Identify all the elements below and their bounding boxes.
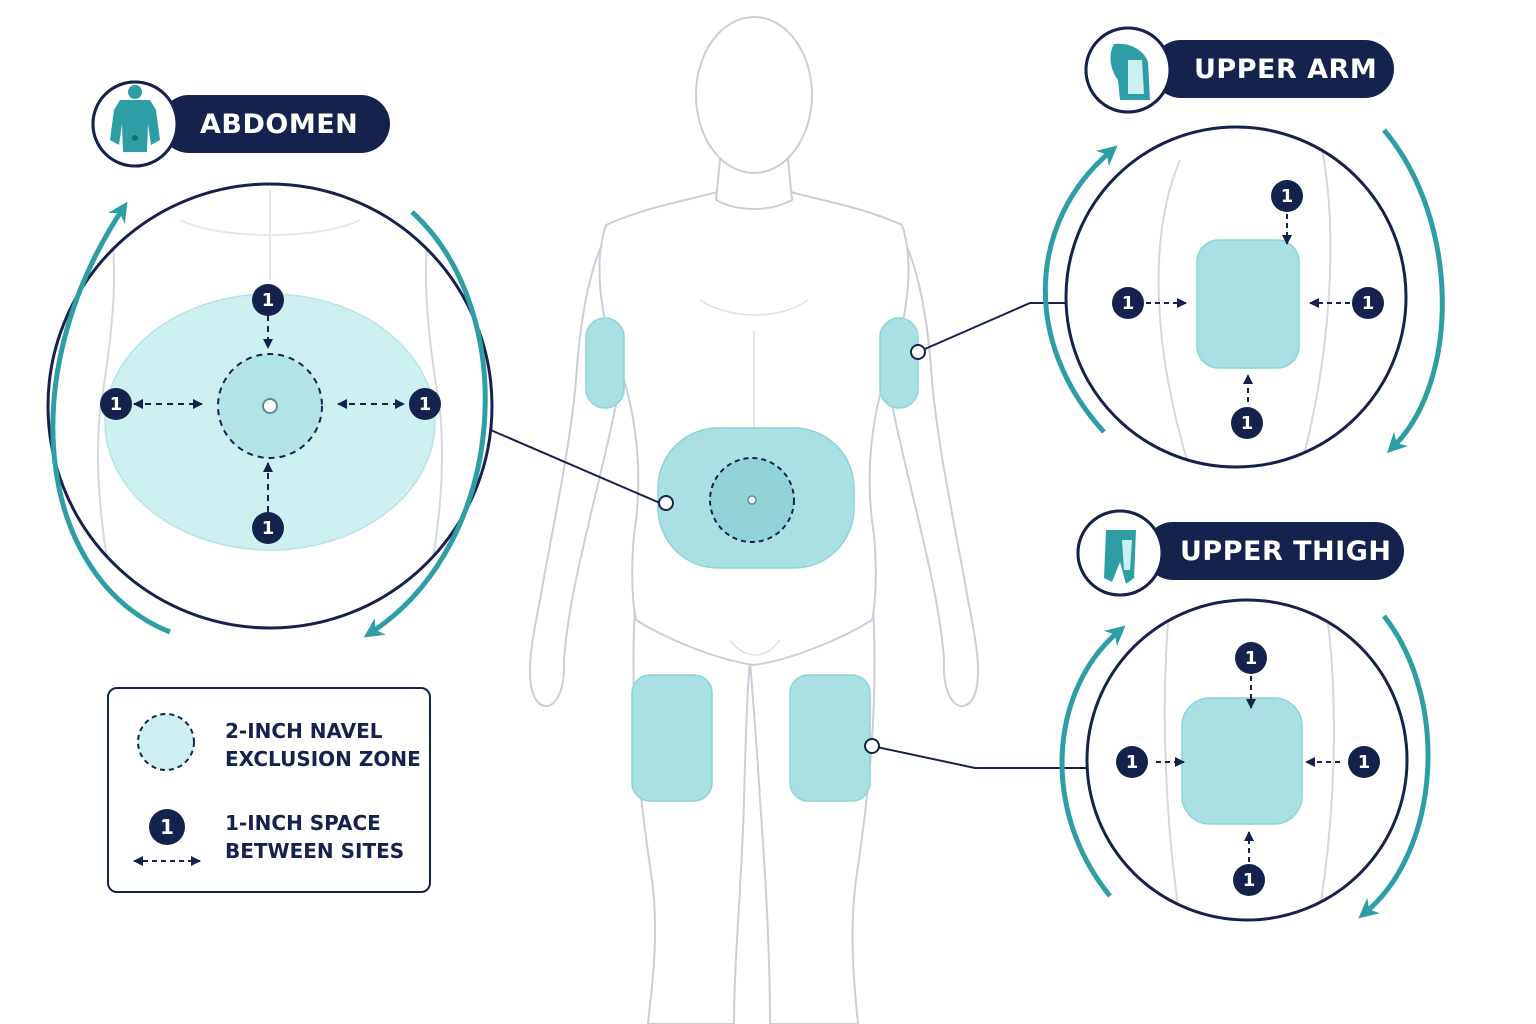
upper-arm-detail [1042,125,1445,469]
abdomen-detail [46,182,494,638]
legend-spacing-text: 1-INCH SPACE BETWEEN SITES [225,811,405,863]
svg-text:1: 1 [1122,293,1135,314]
svg-text:1: 1 [419,394,432,415]
abdomen-label: ABDOMEN [160,95,390,153]
thigh-icon [1076,509,1164,597]
navel [747,495,757,505]
marker-arm-top: 1 [1271,180,1303,212]
marker-abdomen-bottom: 1 [252,512,284,544]
abdomen-leader [485,427,661,504]
rotation-arrow-left [1059,625,1126,898]
marker-arm-right: 1 [1352,287,1384,319]
spacing-markers: 1 1 1 1 1 1 1 1 1 1 1 1 [100,180,1384,896]
arm-icon [1084,26,1172,114]
svg-text:1: 1 [1362,293,1375,314]
marker-abdomen-top: 1 [252,284,284,316]
torso-icon [91,80,179,168]
body-zones [585,317,919,802]
marker-thigh-left: 1 [1116,746,1148,778]
left-arm-zone [585,317,625,409]
svg-text:1: 1 [1245,648,1258,669]
upper-thigh-label: UPPER THIGH [1144,522,1404,580]
rotation-arrow-right [363,210,488,638]
right-thigh-zone [789,674,871,802]
svg-text:1: 1 [1243,870,1256,891]
upper-arm-label-text: UPPER ARM [1194,53,1378,85]
marker-abdomen-right: 1 [409,388,441,420]
svg-text:1: 1 [1241,413,1254,434]
rotation-arrow-left [50,201,171,635]
thigh-leader [871,745,1092,769]
svg-text:1: 1 [262,518,275,539]
marker-arm-bottom: 1 [1231,407,1263,439]
rotation-arrow-right [1358,614,1431,919]
svg-text:1: 1 [1126,752,1139,773]
arm-zone-detail [1196,239,1300,369]
legend-exclusion-zone-text: 2-INCH NAVEL EXCLUSION ZONE [225,719,421,771]
svg-text:1: 1 [262,290,275,311]
rotation-arrow-left [1042,145,1118,434]
marker-arm-left: 1 [1112,287,1144,319]
abdomen-label-text: ABDOMEN [200,108,359,140]
upper-thigh-label-text: UPPER THIGH [1180,535,1392,567]
svg-text:1: 1 [1358,752,1371,773]
legend: 2-INCH NAVEL EXCLUSION ZONE 1-INCH SPACE… [107,687,431,893]
rotation-arrow-right [1382,128,1445,454]
head [695,16,813,174]
svg-text:1: 1 [1281,186,1294,207]
svg-text:1: 1 [110,394,123,415]
marker-abdomen-left: 1 [100,388,132,420]
left-thigh-zone [631,674,713,802]
right-arm-zone [879,317,919,409]
upper-arm-label: UPPER ARM [1152,40,1394,98]
upper-thigh-detail [1059,598,1431,922]
marker-thigh-bottom: 1 [1233,864,1265,896]
marker-thigh-top: 1 [1235,642,1267,674]
marker-thigh-right: 1 [1348,746,1380,778]
